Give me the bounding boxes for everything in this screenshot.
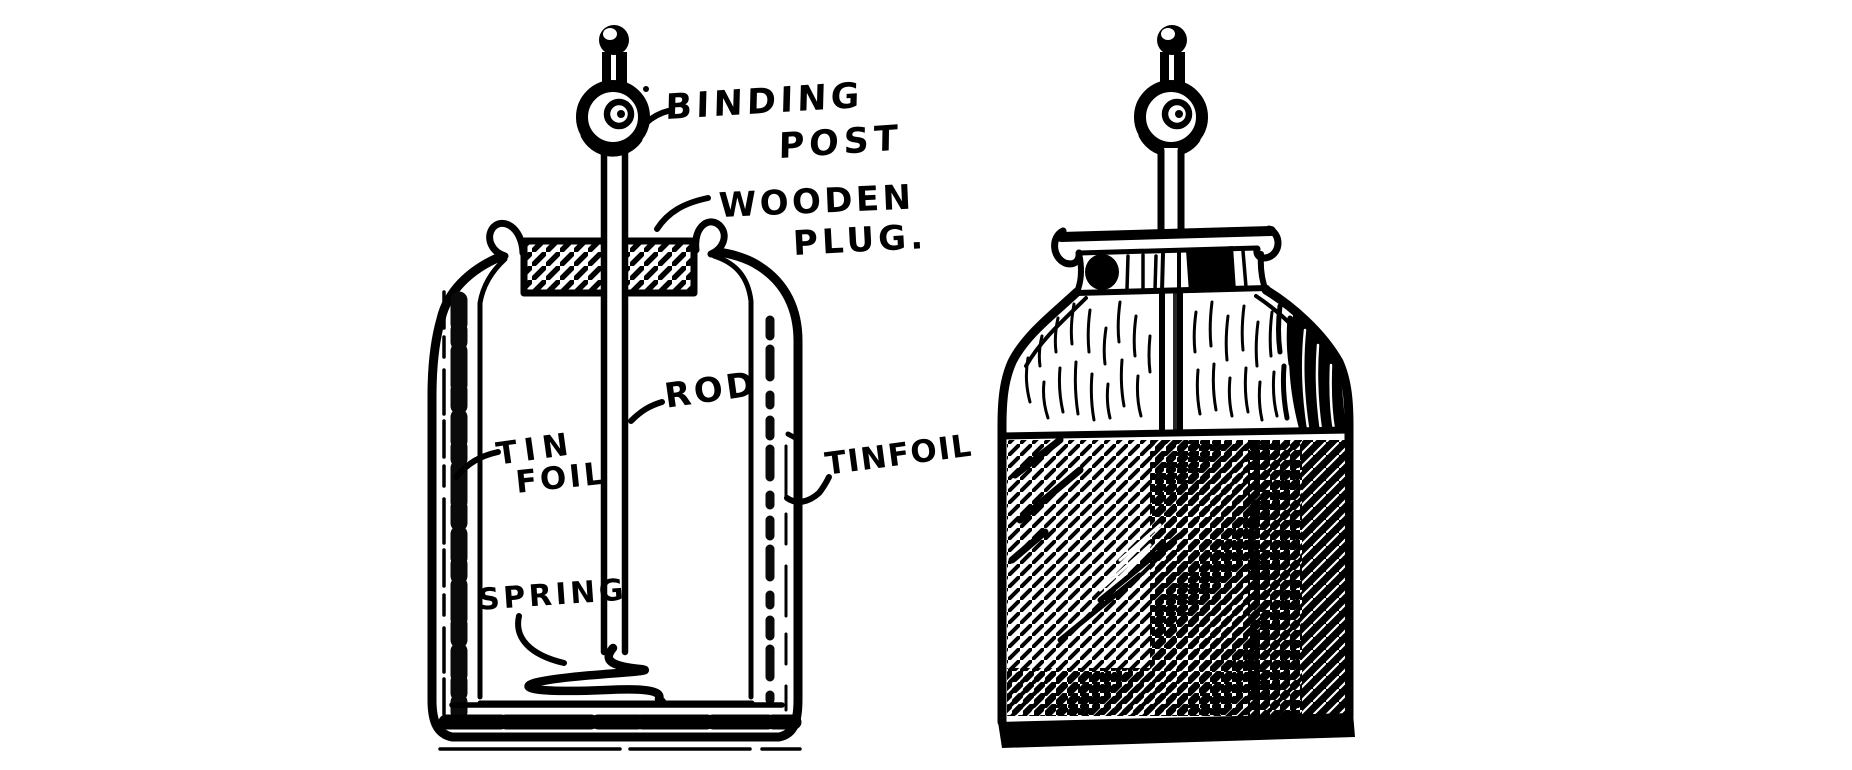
left-jar-lip-left (486, 219, 527, 260)
leader-rod (628, 399, 665, 424)
leader-tinfoil (784, 474, 832, 505)
right-jar-exterior-view (997, 25, 1355, 748)
left-jar-sectional-view (427, 25, 803, 751)
rod (600, 146, 629, 656)
left-jar-lip-right (692, 218, 728, 258)
foil-wrap-hatch (1007, 436, 1345, 716)
foil-top-edge (998, 426, 1353, 440)
tinfoil-outer-right-wall (765, 315, 802, 712)
leader-lines (453, 108, 832, 666)
right-jar-bottom (998, 713, 1355, 748)
glass-texture-strokes (1024, 294, 1346, 432)
tinfoil-lining (442, 290, 468, 721)
right-jar-outline (997, 285, 1354, 727)
leader-wooden-plug (654, 195, 711, 232)
binding-post (576, 25, 650, 157)
right-rod-upper (1157, 146, 1185, 235)
left-jar-bottom (438, 702, 802, 751)
label-wooden-plug-line2: PLUG. (792, 216, 929, 264)
leader-tin-foil (453, 449, 501, 480)
leader-spring (515, 613, 567, 666)
leader-binding-post (643, 108, 671, 126)
right-binding-post (1134, 25, 1208, 157)
spring (524, 643, 667, 707)
right-rod-through-glass (1159, 290, 1183, 435)
left-jar-outline (427, 247, 803, 742)
right-jar-neck (1073, 246, 1270, 296)
